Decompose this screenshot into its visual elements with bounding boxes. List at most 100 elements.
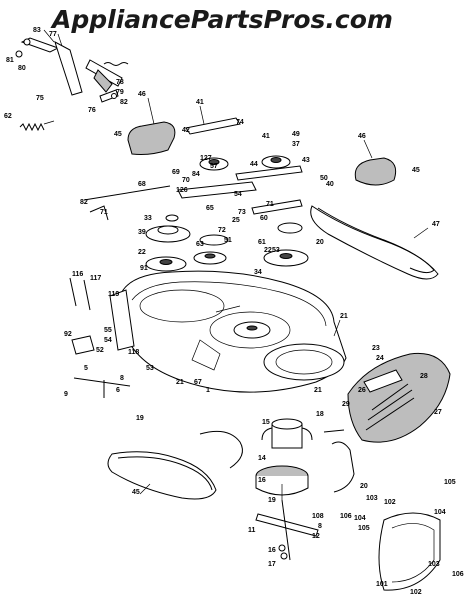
callout-63: 63: [196, 241, 204, 248]
callout-21: 21: [340, 313, 348, 320]
callout-78: 78: [116, 79, 124, 86]
idler-arm-43: [235, 165, 303, 181]
callout-16: 16: [258, 477, 266, 484]
spring-62: [19, 120, 55, 132]
callout-25: 25: [232, 217, 240, 224]
callout-72: 72: [218, 227, 226, 234]
callout-102b: 102: [410, 589, 422, 596]
callout-76: 76: [88, 107, 96, 114]
callout-37: 37: [292, 141, 300, 148]
pulley-cover-45-right: [354, 157, 397, 186]
callout-117: 117: [90, 275, 101, 282]
callout-29: 29: [342, 401, 350, 408]
callout-12: 12: [312, 533, 320, 540]
callout-51: 51: [224, 237, 232, 244]
rod-20: [323, 429, 355, 493]
chute-bracket-26: [363, 369, 403, 393]
callout-46: 46: [138, 91, 146, 98]
callout-82: 82: [120, 99, 128, 106]
callout-65: 65: [206, 205, 214, 212]
callout-126: 126: [176, 187, 188, 194]
callout-44: 44: [250, 161, 258, 168]
callout-70: 70: [182, 177, 190, 184]
callout-101: 101: [376, 581, 388, 588]
callout-67: 67: [194, 379, 202, 386]
callout-19b: 19: [268, 497, 276, 504]
callout-71: 71: [100, 209, 108, 216]
callout-116: 116: [72, 271, 83, 278]
callout-24: 24: [376, 355, 384, 362]
callout-21c: 21: [314, 387, 322, 394]
callout-17: 17: [268, 561, 276, 568]
callout-16b: 16: [268, 547, 276, 554]
callout-33: 33: [144, 215, 152, 222]
idler-pulley-37: [261, 155, 291, 169]
spindle-assembly-left: [145, 214, 191, 272]
callout-9: 9: [64, 391, 68, 398]
callout-40: 40: [326, 181, 334, 188]
callout-labels: 83 77 81 80 75 76 78 79 82 62 41 46 45 4…: [4, 27, 464, 596]
callout-5: 5: [84, 365, 88, 372]
callout-103: 103: [366, 495, 378, 502]
idler-pulley-127: [199, 157, 229, 171]
callout-57: 57: [210, 163, 218, 170]
callout-50: 50: [320, 175, 328, 182]
callout-43: 43: [302, 157, 310, 164]
blade-guard-101: [378, 512, 441, 591]
callout-81: 81: [6, 57, 14, 64]
callout-127: 127: [200, 155, 212, 162]
belt-47: [310, 205, 439, 280]
callout-47: 47: [432, 221, 440, 228]
callout-83: 83: [33, 27, 41, 34]
callout-39: 39: [138, 229, 146, 236]
callout-54b: 54: [104, 337, 112, 344]
deck-front-bracket: [69, 277, 135, 398]
callout-45b: 45: [412, 167, 420, 174]
callout-91: 91: [140, 265, 148, 272]
blade-11: [255, 499, 319, 561]
callout-18: 18: [316, 411, 324, 418]
callout-14: 14: [258, 455, 266, 462]
callout-34: 34: [254, 269, 262, 276]
callout-73: 73: [238, 209, 246, 216]
callout-106: 106: [340, 513, 352, 520]
callout-102: 102: [384, 499, 396, 506]
callout-61: 61: [258, 239, 266, 246]
callout-74: 74: [236, 119, 244, 126]
callout-62: 62: [4, 113, 12, 120]
callout-28: 28: [420, 373, 428, 380]
callout-69: 69: [172, 169, 180, 176]
callout-105: 105: [358, 525, 370, 532]
callout-60: 60: [260, 215, 268, 222]
callout-45c: 45: [132, 489, 140, 496]
callout-82b: 82: [80, 199, 88, 206]
callout-41: 41: [196, 99, 204, 106]
lift-linkage-assembly: [15, 37, 129, 103]
callout-104b: 104: [434, 509, 446, 516]
callout-46b: 46: [358, 133, 366, 140]
callout-22b: 22: [264, 247, 272, 254]
callout-54: 54: [234, 191, 242, 198]
callout-92: 92: [64, 331, 72, 338]
callout-68: 68: [138, 181, 146, 188]
callout-53b: 53: [146, 365, 154, 372]
callout-108: 108: [312, 513, 324, 520]
callout-75: 75: [36, 95, 44, 102]
spindle-assembly-right: [251, 199, 309, 267]
callout-106b: 106: [452, 571, 464, 578]
callout-8b: 8: [318, 523, 322, 530]
pulley-cover-45: [127, 121, 176, 155]
callout-42: 42: [182, 127, 190, 134]
callout-45: 45: [114, 131, 122, 138]
callout-77: 77: [49, 31, 57, 38]
callout-53: 53: [272, 247, 280, 254]
callout-8: 8: [120, 375, 124, 382]
callout-22: 22: [138, 249, 146, 256]
callout-21b: 21: [176, 379, 184, 386]
callout-20: 20: [316, 239, 324, 246]
callout-80: 80: [18, 65, 26, 72]
callout-103b: 103: [428, 561, 440, 568]
callout-6: 6: [116, 387, 120, 394]
callout-41b: 41: [262, 133, 270, 140]
